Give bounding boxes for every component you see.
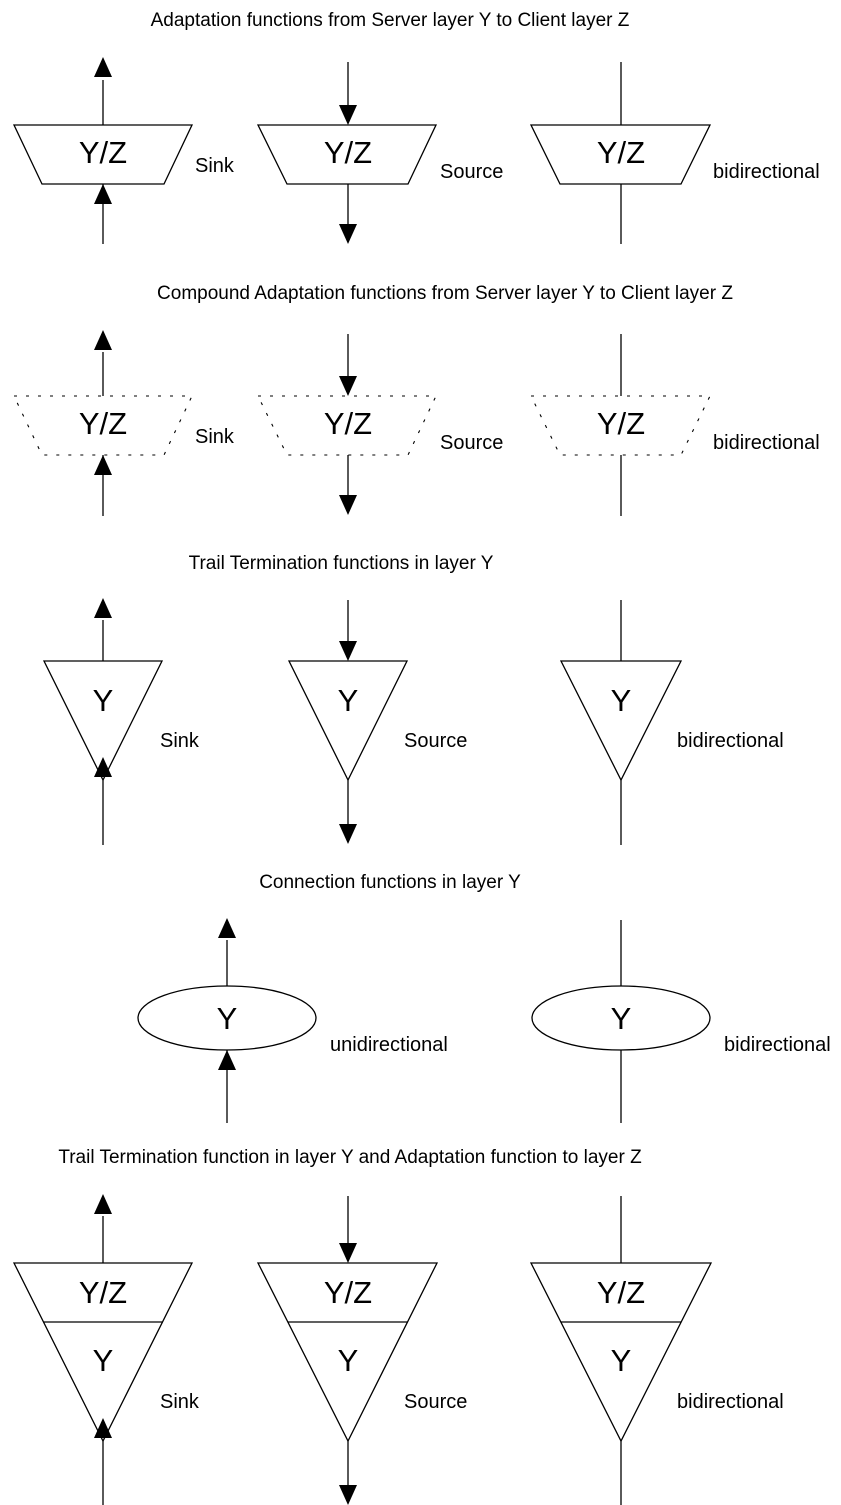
compound-adaptation-bidirectional: Y/Z bidirectional: [530, 334, 820, 516]
item-label: Sink: [195, 155, 235, 177]
section-compound-adaptation: Compound Adaptation functions from Serve…: [13, 283, 820, 516]
combined-source: Y/Z Y Source: [256, 1196, 467, 1505]
adaptation-symbol: Y/Z: [324, 1275, 372, 1310]
adaptation-symbol: Y/Z: [597, 406, 645, 441]
item-label: bidirectional: [677, 1391, 784, 1413]
trail-termination-source: Y Source: [287, 600, 467, 844]
item-label: unidirectional: [330, 1034, 448, 1056]
connection-symbol: Y: [217, 1001, 238, 1036]
item-label: Source: [440, 161, 503, 183]
trail-termination-symbol: Y: [93, 1343, 114, 1378]
item-label: Source: [404, 1391, 467, 1413]
adaptation-bidirectional: Y/Z bidirectional: [529, 62, 820, 244]
compound-adaptation-source: Y/Z Source: [257, 334, 503, 515]
item-label: bidirectional: [724, 1034, 831, 1056]
item-label: bidirectional: [713, 161, 820, 183]
section-trail-termination-adaptation: Trail Termination function in layer Y an…: [12, 1147, 784, 1505]
trail-termination-symbol: Y: [338, 1343, 359, 1378]
section-trail-termination: Trail Termination functions in layer Y Y…: [42, 553, 784, 845]
adaptation-symbol: Y/Z: [324, 406, 372, 441]
item-label: Sink: [195, 426, 235, 448]
adaptation-symbol: Y/Z: [79, 406, 127, 441]
adaptation-symbol: Y/Z: [324, 135, 372, 170]
item-label: Source: [440, 432, 503, 454]
section-title: Compound Adaptation functions from Serve…: [157, 283, 733, 304]
adaptation-symbol: Y/Z: [597, 1275, 645, 1310]
connection-symbol: Y: [611, 1001, 632, 1036]
trail-termination-symbol: Y: [338, 683, 359, 718]
connection-unidirectional: Y unidirectional: [137, 918, 448, 1123]
combined-sink: Y/Z Y Sink: [12, 1194, 200, 1505]
trail-termination-symbol: Y: [611, 1343, 632, 1378]
adaptation-source: Y/Z Source: [256, 62, 503, 244]
adaptation-symbol: Y/Z: [79, 135, 127, 170]
combined-bidirectional: Y/Z Y bidirectional: [529, 1196, 784, 1505]
adaptation-symbol: Y/Z: [79, 1275, 127, 1310]
section-connection: Connection functions in layer Y Y unidir…: [137, 872, 831, 1123]
trail-termination-bidirectional: Y bidirectional: [559, 600, 784, 845]
item-label: Sink: [160, 1391, 200, 1413]
item-label: bidirectional: [713, 432, 820, 454]
item-label: Sink: [160, 730, 200, 752]
connection-bidirectional: Y bidirectional: [531, 920, 831, 1123]
section-adaptation: Adaptation functions from Server layer Y…: [12, 10, 820, 244]
trail-termination-symbol: Y: [611, 683, 632, 718]
adaptation-sink: Y/Z Sink: [12, 57, 235, 244]
item-label: bidirectional: [677, 730, 784, 752]
item-label: Source: [404, 730, 467, 752]
section-title: Adaptation functions from Server layer Y…: [151, 10, 630, 31]
section-title: Connection functions in layer Y: [259, 872, 521, 893]
adaptation-symbol: Y/Z: [597, 135, 645, 170]
compound-adaptation-sink: Y/Z Sink: [13, 330, 235, 516]
trail-termination-symbol: Y: [93, 683, 114, 718]
trail-termination-sink: Y Sink: [42, 598, 200, 845]
section-title: Trail Termination function in layer Y an…: [58, 1147, 642, 1168]
section-title: Trail Termination functions in layer Y: [189, 553, 494, 574]
